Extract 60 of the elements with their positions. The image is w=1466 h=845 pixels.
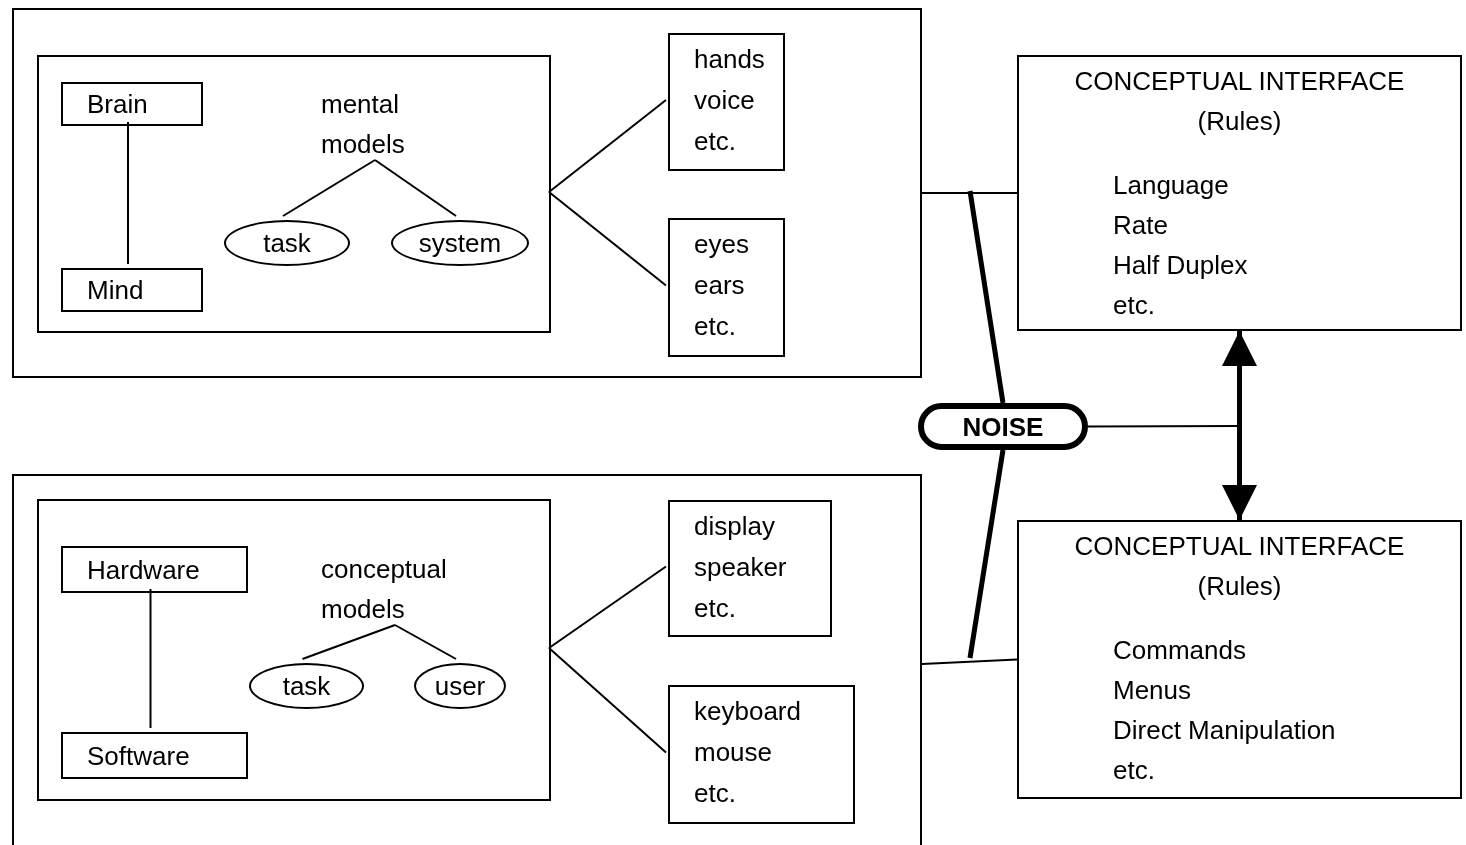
double-arrow (1222, 331, 1257, 520)
text-line: etc. (694, 125, 736, 158)
box-heading: CONCEPTUAL INTERFACE (1074, 65, 1405, 98)
text-line: ears (694, 269, 745, 302)
list-item: Commands (1113, 634, 1246, 667)
list-item: etc. (1113, 754, 1155, 787)
connector-line (149, 588, 152, 729)
text-line: display (694, 510, 775, 543)
connector-line (548, 191, 667, 287)
text-line: speaker (694, 551, 787, 584)
ellipse-node: system (391, 220, 529, 266)
text-line: hands (694, 43, 765, 76)
process-box (668, 685, 855, 824)
list-item: Half Duplex (1113, 249, 1248, 282)
list-item: Direct Manipulation (1113, 714, 1336, 747)
ellipse-node: task (224, 220, 350, 266)
panel-box (12, 8, 922, 378)
process-box: Brain (61, 82, 203, 126)
connector-line (548, 99, 667, 193)
connector-line (301, 624, 396, 660)
process-box: Hardware (61, 546, 248, 593)
text-line: keyboard (694, 695, 801, 728)
rules-text: (Rules) (1197, 570, 1282, 603)
interface-box (1017, 520, 1462, 799)
process-box (668, 218, 785, 357)
connector-line (548, 565, 667, 649)
connector-line (394, 624, 457, 660)
process-box (668, 500, 832, 637)
connector-line (967, 190, 1006, 404)
interface-box (1017, 55, 1462, 331)
ellipse-node: task (249, 663, 364, 709)
connector-line (548, 647, 667, 754)
connector-line (921, 658, 1018, 665)
box-heading: CONCEPTUAL INTERFACE (1074, 530, 1405, 563)
process-box (668, 33, 785, 171)
panel-box (12, 474, 922, 845)
list-item: Language (1113, 169, 1229, 202)
text-line: etc. (694, 310, 736, 343)
connector-line (282, 159, 376, 217)
process-box: Mind (61, 268, 203, 312)
rules-text: (Rules) (1197, 105, 1282, 138)
text-line: mouse (694, 736, 773, 769)
list-item: Rate (1113, 209, 1168, 242)
panel-box (37, 55, 551, 333)
text-line: etc. (694, 592, 736, 625)
text-line: eyes (694, 228, 749, 261)
panel-box (37, 499, 551, 801)
process-box: Software (61, 732, 248, 779)
list-item: etc. (1113, 289, 1155, 322)
ellipse-node: user (414, 663, 506, 709)
model-label: conceptual models (309, 549, 489, 629)
noise-pill: NOISE (918, 403, 1088, 450)
connector-line (921, 192, 1018, 194)
text-line: voice (694, 84, 755, 117)
connector-line (374, 159, 457, 217)
list-item: Menus (1113, 674, 1192, 707)
text-line: etc. (694, 777, 736, 810)
connector-line (127, 121, 129, 265)
model-label: mental models (309, 84, 449, 164)
connector-line (967, 449, 1006, 659)
